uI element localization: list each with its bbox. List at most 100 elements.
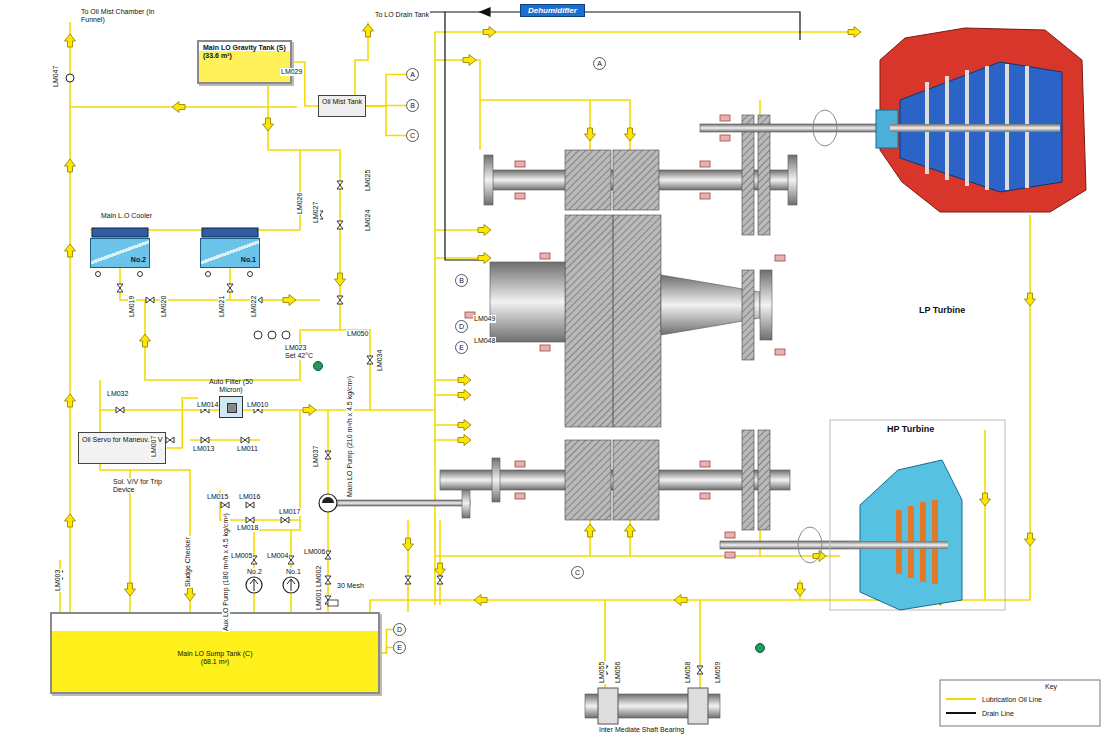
oil-line-connector (166, 398, 198, 448)
part-label: To LO Drain Tank (374, 11, 430, 19)
group-label: Main L.O Cooler (100, 212, 153, 220)
part-label: LM019 (128, 295, 136, 318)
part-label: No.1 (285, 568, 302, 576)
part-label: LM050 (346, 330, 369, 338)
turbine-label: HP Turbine (886, 425, 935, 435)
part-label: LM032 (106, 390, 129, 398)
node-text: C (572, 567, 583, 578)
part-label: LM014 (196, 401, 219, 409)
part-label: LM017 (278, 508, 301, 516)
part-label: LM003 (54, 569, 62, 592)
node-text: (33.6 m³) (203, 52, 286, 60)
legend-text: Drain Line (982, 710, 1014, 717)
connector-circle: A (406, 68, 419, 81)
legend-row: Drain Line (946, 706, 1042, 720)
cooler-box: No.2 (90, 238, 150, 268)
connector-circle: C (406, 129, 419, 142)
node-text: (68.1 m³) (52, 658, 378, 666)
connector-circle: C (571, 566, 584, 579)
part-label: LM027 (312, 201, 320, 224)
part-label: To Oil Mist Chamber (In Funnel) (80, 8, 172, 23)
legend: Lubrication Oil LineDrain Line (946, 692, 1042, 720)
tank-box: Main LO Sump Tank (C)(68.1 m³) (50, 612, 380, 694)
oil-pipes (60, 22, 1030, 690)
part-label: LM047 (52, 65, 60, 88)
legend-row: Lubrication Oil Line (946, 692, 1042, 706)
part-label: LM024 (364, 209, 372, 232)
part-label: LM025 (364, 169, 372, 192)
connector-circle: E (455, 341, 468, 354)
part-label: LM055 (598, 661, 606, 684)
part-label: LM058 (684, 661, 692, 684)
connector-circle: D (455, 320, 468, 333)
node-text: A (594, 58, 605, 69)
node-text: Main LO Gravity Tank (S) (203, 44, 286, 52)
node-text: No.2 (94, 256, 146, 264)
part-label: LM056 (614, 661, 622, 684)
node-text: D (394, 624, 405, 635)
connector-circle: D (393, 623, 406, 636)
node-text: Oil Mist Tank (321, 98, 363, 106)
turbine-label: LP Turbine (918, 306, 966, 316)
part-label: Sludge Checker (184, 536, 192, 588)
oil-line-connector (380, 630, 393, 654)
node-text: Main LO Sump Tank (C) (52, 650, 378, 658)
filter-box: Auto Filter (50 Micron) (198, 378, 264, 418)
part-label: LM020 (160, 295, 168, 318)
node-text: E (456, 342, 467, 353)
legend-line-sample (946, 696, 976, 702)
part-label: Set 42°C (284, 352, 314, 360)
part-label: LM049 (473, 315, 496, 323)
part-label: LM015 (206, 493, 229, 501)
part-label: LM005 (230, 552, 253, 560)
part-label: Inter Mediate Shaft Bearing (598, 726, 685, 734)
part-label: LM006 (303, 548, 326, 556)
oil-line-connector (380, 648, 393, 654)
part-label: LM059 (714, 661, 722, 684)
connector-circle: E (393, 641, 406, 654)
node-text: No.1 (204, 256, 256, 264)
valve-symbols (57, 71, 765, 674)
intermediate-shaft-bearing (585, 688, 720, 724)
equipment-box: Dehumidifier (520, 4, 585, 17)
legend-text: Lubrication Oil Line (982, 696, 1042, 703)
legend-box (940, 680, 1100, 726)
lp-turbine (876, 28, 1086, 212)
part-label: LM021 (218, 295, 226, 318)
filter-element (219, 396, 243, 418)
part-label: LM011 (236, 445, 259, 453)
part-label: LM004 (266, 552, 289, 560)
legend-line-sample (946, 710, 976, 716)
part-label: LM018 (236, 524, 259, 532)
node-text: Auto Filter (50 Micron) (198, 378, 264, 394)
part-label: LM007 (150, 435, 158, 458)
reduction-gear (440, 110, 880, 563)
part-label: LM029 (280, 68, 303, 76)
node-text: A (407, 69, 418, 80)
part-label: No.2 (246, 568, 263, 576)
oil-line-connector (366, 106, 406, 136)
part-label: Sol. V/V for Trip Device (112, 478, 166, 493)
connector-circle: B (406, 99, 419, 112)
part-label: LM034 (376, 349, 384, 372)
node-text: Dehumidifier (528, 6, 577, 15)
pump-symbols (246, 488, 470, 593)
part-label: Key (1044, 683, 1058, 691)
node-text: E (394, 642, 405, 653)
oil-line-connector (366, 75, 406, 107)
node-text: C (407, 130, 418, 141)
part-label: Aux LO Pump (180 m³/h x 4.5 kg/cm²) (222, 512, 230, 632)
node-text: D (456, 321, 467, 332)
node-text: B (456, 275, 467, 286)
connector-circle: A (593, 57, 606, 70)
part-label: LM048 (473, 337, 496, 345)
part-label: 30 Mesh (336, 582, 365, 590)
part-label: LM026 (296, 192, 304, 215)
part-label: LM022 (250, 295, 258, 318)
tank-box: Main LO Gravity Tank (S)(33.6 m³) (197, 40, 292, 84)
tank-box: Oil Mist Tank (318, 95, 366, 117)
part-label: LM002 (315, 565, 323, 588)
part-label: LM016 (238, 493, 261, 501)
